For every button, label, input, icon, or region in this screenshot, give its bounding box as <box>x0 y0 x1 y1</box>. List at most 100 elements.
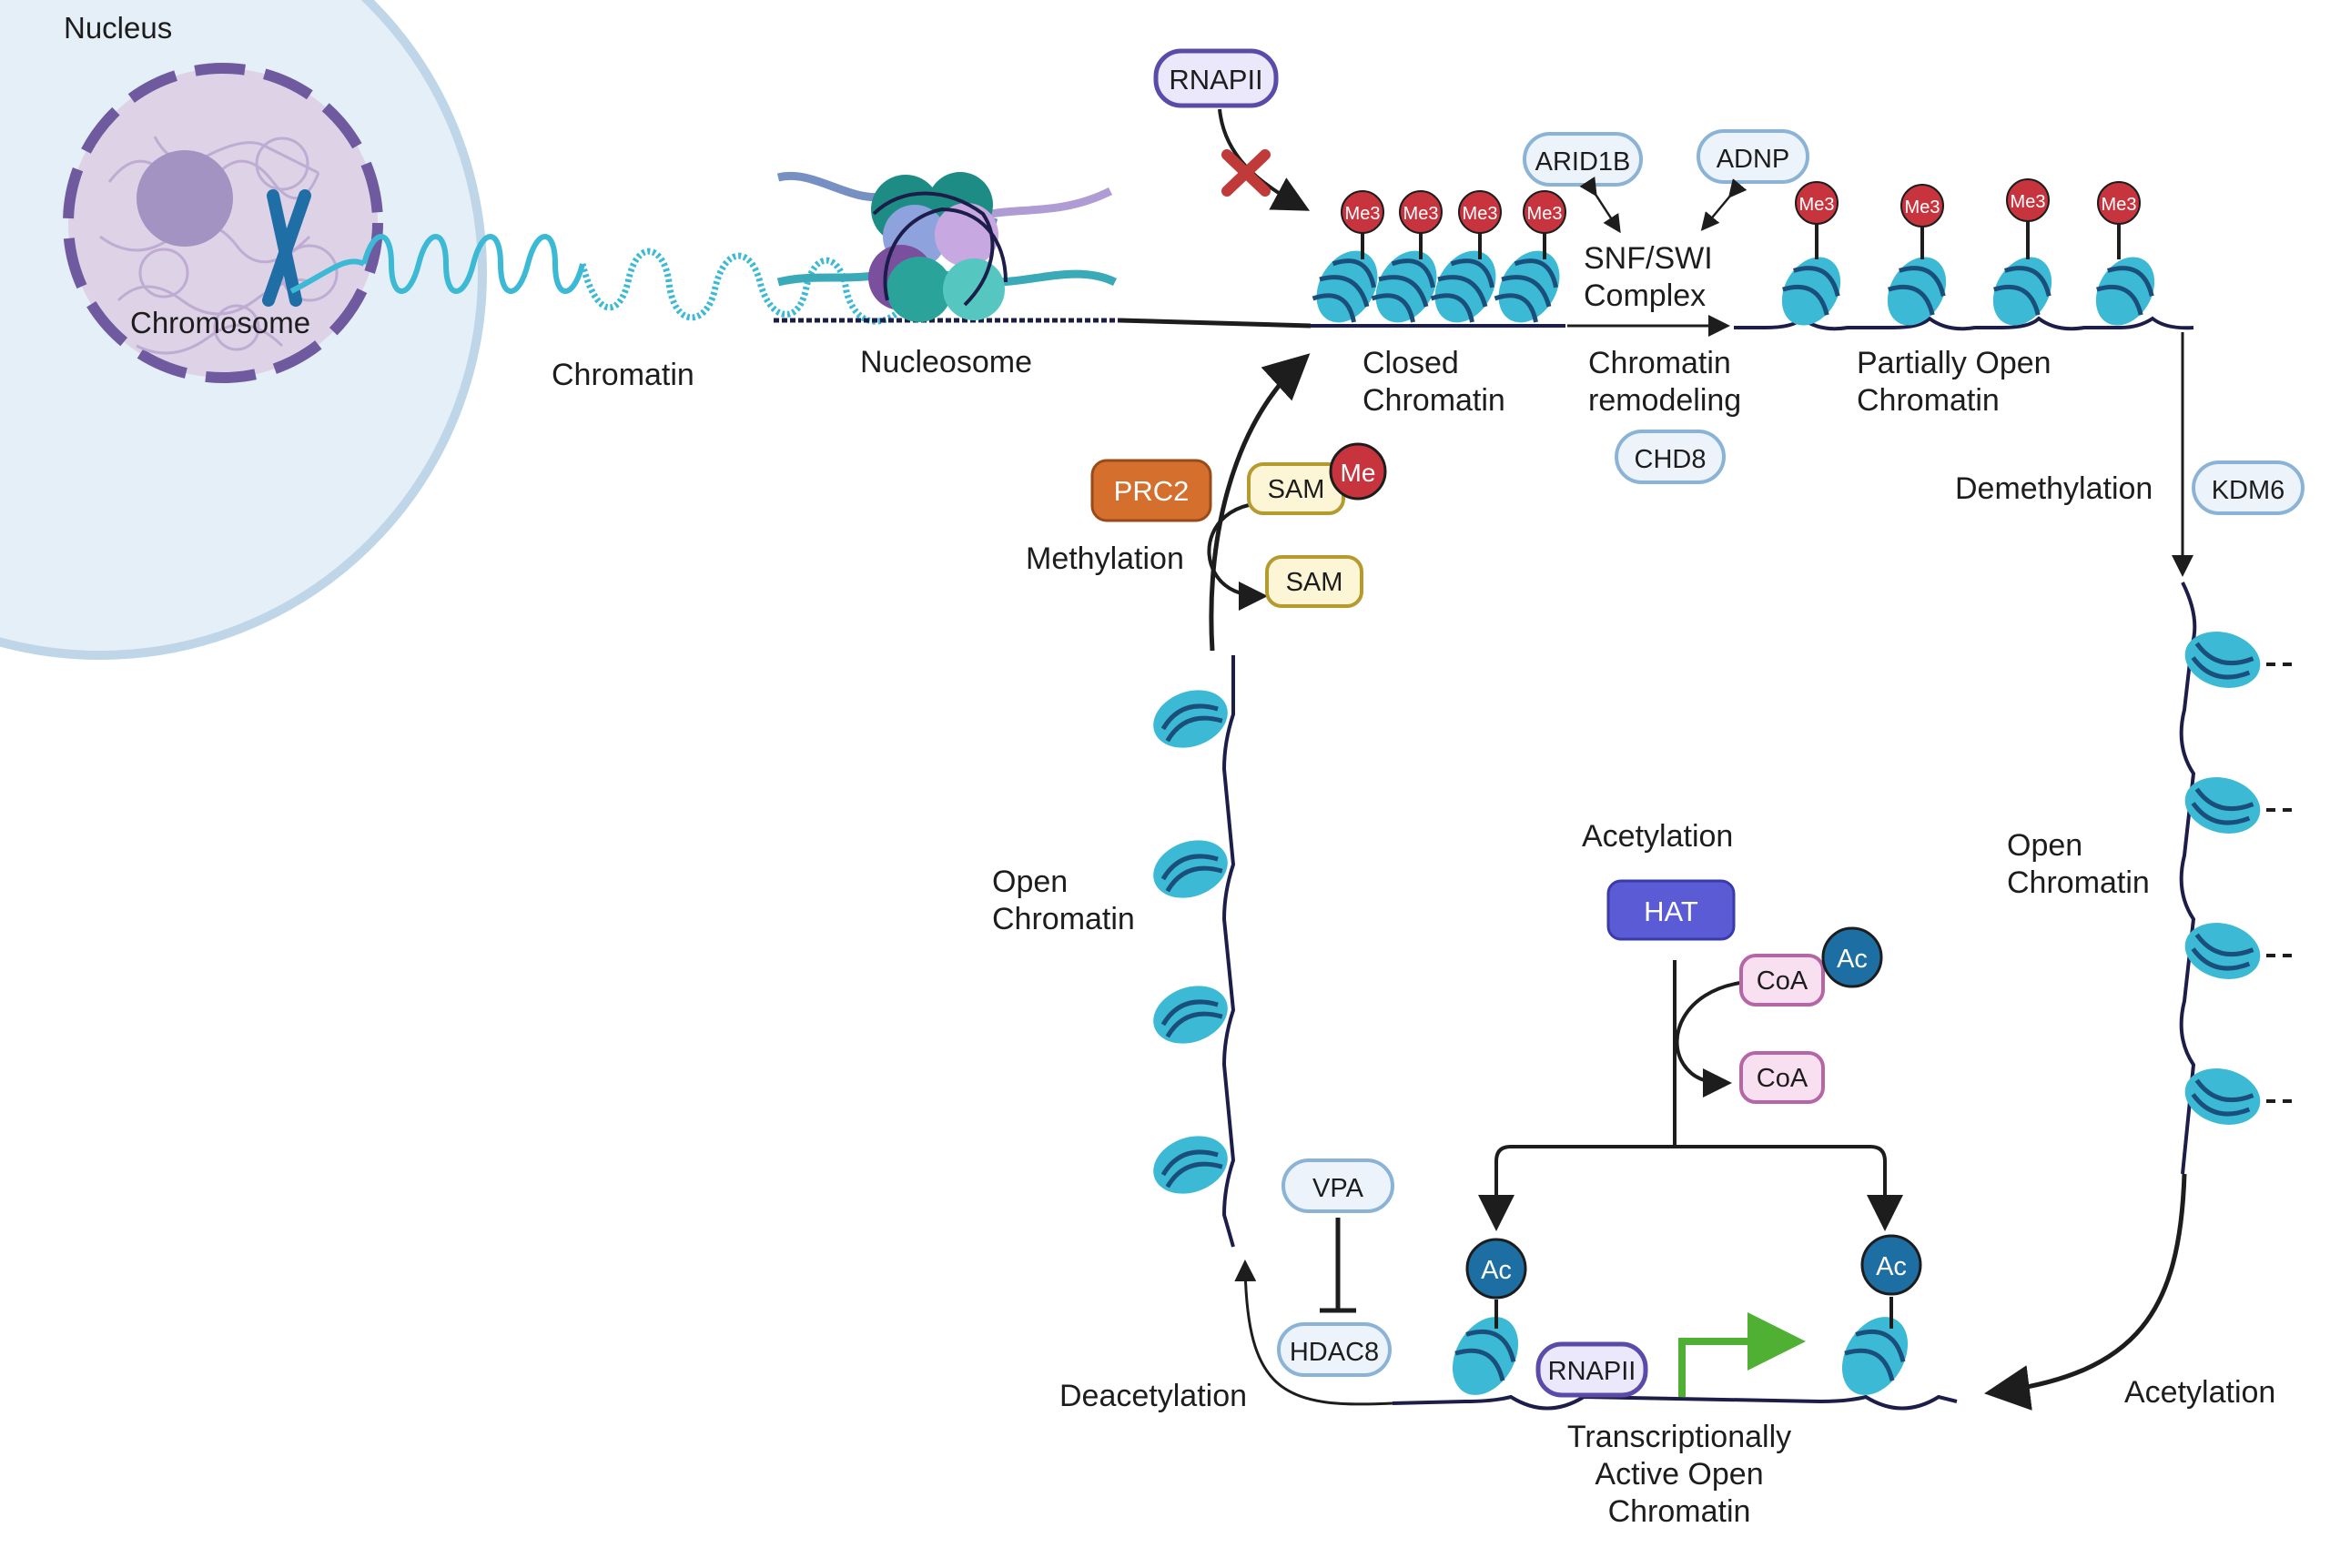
me3-tag: Me3 <box>1795 181 1839 259</box>
demethylation-label: Demethylation <box>1955 471 2153 506</box>
coa-reaction-arrow <box>1675 981 1741 1098</box>
svg-text:Ac: Ac <box>1837 945 1868 974</box>
vpa-inhibits-hdac8 <box>1320 1218 1356 1313</box>
open-chromatin-right-label-1: Open <box>2007 828 2082 863</box>
svg-text:CHD8: CHD8 <box>1635 445 1707 474</box>
methylation-label: Methylation <box>1026 541 1184 576</box>
nucleosome-label: Nucleosome <box>860 345 1032 379</box>
open-chromatin-left-label-1: Open <box>992 865 1068 899</box>
nucleosome-to-closed-line <box>1119 318 1312 329</box>
open-nucleosome <box>2184 777 2261 834</box>
sam-me-badge: SAM Me <box>1247 442 1387 515</box>
open-nucleosome <box>2184 632 2261 688</box>
svg-text:Me: Me <box>1341 459 1376 487</box>
svg-text:CoA: CoA <box>1757 966 1808 996</box>
inhibition-x-icon <box>1221 149 1271 197</box>
svg-text:SAM: SAM <box>1268 475 1325 504</box>
closed-chromatin-label-1: Closed <box>1363 346 1459 380</box>
svg-text:Me3: Me3 <box>2011 192 2046 212</box>
open-nucleosome <box>1153 986 1228 1044</box>
active-chromatin-label-3: Chromatin <box>1608 1494 1751 1529</box>
nucleus-illustration: Nucleus Chromosome <box>0 0 487 660</box>
svg-text:Ac: Ac <box>1481 1256 1512 1285</box>
svg-text:CoA: CoA <box>1757 1064 1808 1093</box>
active-chromatin-label-2: Active Open <box>1595 1457 1763 1492</box>
transcription-start-arrow-icon <box>1678 1312 1806 1397</box>
deacetylation-arrow <box>1234 1259 1393 1406</box>
active-nucleosome <box>1841 1317 1909 1395</box>
chromatin-remodeling-label-1: Chromatin <box>1588 346 1731 380</box>
kdm6-badge: KDM6 <box>2192 460 2305 515</box>
open-nucleosome <box>2184 923 2261 979</box>
closed-nucleosome <box>1312 250 1378 323</box>
svg-text:Me3: Me3 <box>1527 204 1563 224</box>
nucleosome-illustration <box>774 171 1119 323</box>
partially-open-label-1: Partially Open <box>1857 346 2051 380</box>
hdac8-badge: HDAC8 <box>1277 1322 1392 1377</box>
me3-tag: Me3 <box>1523 190 1566 259</box>
hat-branch-arrows-right <box>1675 1145 1903 1231</box>
closed-nucleosome <box>1371 250 1437 323</box>
closed-chromatin: Me3 Me3 Me3 Me3 <box>1311 190 1566 328</box>
sam-reaction-arrow <box>1207 503 1268 611</box>
snf-swi-label-2: Complex <box>1584 278 1706 313</box>
chromatin-fiber <box>289 234 904 325</box>
me3-tag: Me3 <box>1900 184 1944 259</box>
me3-tag: Me3 <box>1399 190 1443 259</box>
partial-nucleosome <box>1992 257 2052 326</box>
svg-text:Me3: Me3 <box>1905 197 1940 217</box>
hat-branch-arrows <box>1478 1145 1675 1231</box>
prc2-badge: PRC2 <box>1090 459 1212 522</box>
coa-ac-badge: CoA Ac <box>1739 926 1883 1007</box>
partial-nucleosome <box>2095 257 2155 326</box>
open-nucleosome <box>2184 1068 2261 1125</box>
rnapii-bottom-badge: RNAPII <box>1535 1341 1648 1398</box>
svg-text:SAM: SAM <box>1286 568 1343 597</box>
adnp-badge: ADNP <box>1697 129 1809 184</box>
svg-text:Ac: Ac <box>1876 1252 1907 1281</box>
chromatin-label: Chromatin <box>552 358 694 392</box>
closed-chromatin-label-2: Chromatin <box>1363 383 1505 418</box>
methylation-arrow <box>1209 353 1311 652</box>
snf-swi-label-1: SNF/SWI <box>1584 241 1713 276</box>
vpa-badge: VPA <box>1282 1158 1394 1213</box>
chromosome-label: Chromosome <box>130 306 310 339</box>
svg-text:KDM6: KDM6 <box>2212 476 2285 505</box>
coa-badge: CoA <box>1739 1051 1825 1104</box>
chd8-badge: CHD8 <box>1615 430 1726 484</box>
closed-nucleosome <box>1494 250 1560 323</box>
open-nucleosome <box>1153 1136 1228 1194</box>
svg-text:VPA: VPA <box>1312 1174 1364 1203</box>
nucleolus <box>137 150 233 247</box>
open-chromatin-right <box>2179 582 2298 1175</box>
open-nucleosome <box>1153 840 1228 898</box>
deacetylation-label: Deacetylation <box>1059 1379 1247 1413</box>
acetylation-top-label: Acetylation <box>1582 819 1733 854</box>
svg-text:HAT: HAT <box>1644 895 1698 927</box>
rnapii-top-badge: RNAPII <box>1153 48 1279 108</box>
open-chromatin-right-label-2: Chromatin <box>2007 865 2150 900</box>
svg-text:HDAC8: HDAC8 <box>1290 1338 1379 1367</box>
chromatin-remodeling-label-2: remodeling <box>1588 383 1741 418</box>
closed-nucleosome <box>1430 250 1496 323</box>
me3-tag: Me3 <box>1458 190 1502 259</box>
partial-nucleosome <box>1781 257 1841 326</box>
open-chromatin-left-label-2: Chromatin <box>992 902 1135 936</box>
svg-text:Me3: Me3 <box>1799 195 1835 215</box>
arid1b-link-arrow <box>1579 176 1621 234</box>
sam-badge: SAM <box>1265 555 1363 608</box>
svg-text:RNAPII: RNAPII <box>1169 64 1262 96</box>
me3-tag: Me3 <box>2006 178 2050 259</box>
svg-text:Me3: Me3 <box>1345 204 1381 224</box>
svg-text:RNAPII: RNAPII <box>1548 1357 1636 1386</box>
partial-nucleosome <box>1887 257 1947 326</box>
chromosome-icon <box>262 189 311 307</box>
adnp-link-arrow <box>1700 178 1748 231</box>
nucleus-label: Nucleus <box>64 11 172 45</box>
acetylation-right-label: Acetylation <box>2124 1375 2275 1410</box>
open-chromatin-left <box>1153 655 1236 1248</box>
active-nucleosome <box>1452 1317 1519 1395</box>
open-nucleosome <box>1153 690 1228 748</box>
arid1b-badge: ARID1B <box>1523 132 1643 187</box>
svg-text:Me3: Me3 <box>2102 195 2137 215</box>
